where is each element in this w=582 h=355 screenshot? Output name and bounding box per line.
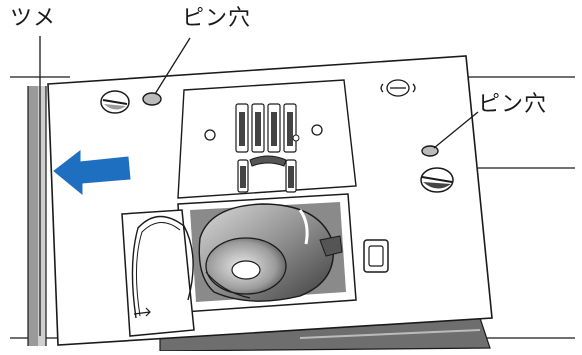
release-button (364, 240, 388, 272)
screw-hole-left (205, 130, 215, 140)
feed-dog-panel (178, 80, 356, 198)
label-pin-hole-top: ピン穴 (182, 8, 251, 30)
screw-hole-small (293, 135, 299, 141)
machine-left-edge (28, 86, 46, 346)
screw-right (421, 168, 453, 192)
screw-top-left (101, 91, 129, 113)
label-tab: ツメ (10, 8, 56, 30)
label-pin-hole-right: ピン穴 (478, 94, 547, 116)
screw-hole-right (312, 125, 322, 135)
pin-hole-top (143, 93, 161, 105)
